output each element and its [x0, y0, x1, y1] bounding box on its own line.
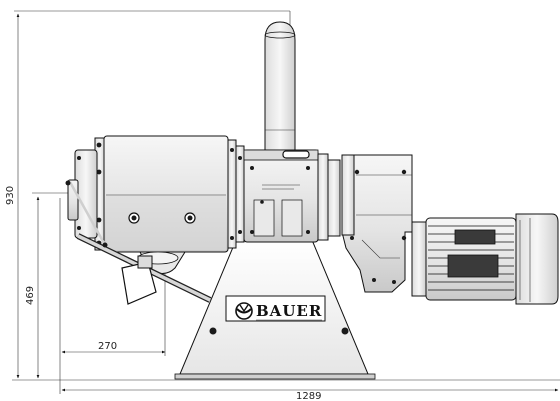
- electric-motor: [411, 213, 559, 305]
- bauer-emblem-icon: [235, 302, 253, 320]
- gearbox: [341, 154, 413, 293]
- dim-inlet-offset: 270: [98, 341, 117, 352]
- screen-housing: [94, 135, 245, 253]
- discharge-housing: [243, 149, 341, 243]
- dim-total-length: 1289: [296, 391, 321, 401]
- outlet-pipe: [264, 21, 296, 151]
- bauer-logo-plate: BAUER: [225, 295, 326, 322]
- dim-axis-height: 469: [25, 286, 36, 305]
- logo-brand-text: BAUER: [256, 302, 322, 320]
- dimension-lines: [12, 10, 560, 394]
- dim-total-height: 930: [5, 186, 16, 205]
- pressure-arm: [65, 149, 212, 305]
